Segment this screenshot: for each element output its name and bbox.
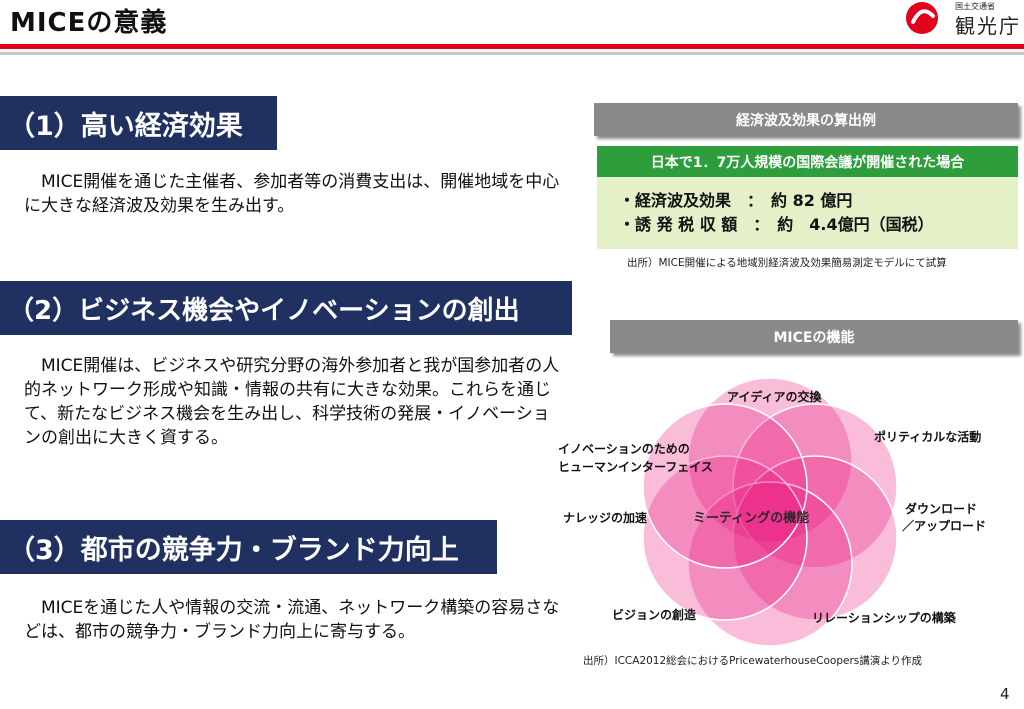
function-label-knowledge: ナレッジの加速 bbox=[563, 511, 648, 525]
section-2-heading: （2）ビジネス機会やイノベーションの創出 bbox=[0, 281, 572, 335]
petal-circle bbox=[732, 455, 898, 621]
petal-circle bbox=[687, 481, 853, 647]
function-center-label: ミーティングの機能 bbox=[693, 511, 810, 526]
page-title: MICEの意義 bbox=[10, 8, 168, 38]
mice-functions-flower-diagram bbox=[642, 377, 898, 647]
function-label-ideas: アイディアの交換 bbox=[727, 390, 822, 404]
function-label-vision: ビジョンの創造 bbox=[612, 608, 697, 622]
function-label-political: ポリティカルな活動 bbox=[874, 430, 982, 444]
function-label-download-2: ／アップロード bbox=[902, 519, 987, 533]
header-rule-red bbox=[0, 44, 1024, 49]
economic-example-case: 日本で1．7万人規模の国際会議が開催された場合 bbox=[597, 146, 1018, 177]
economic-example-box: ・経済波及効果 ： 約 82 億円 ・誘 発 税 収 額 ： 約 4.4億円（国… bbox=[597, 177, 1018, 249]
functions-banner: MICEの機能 bbox=[610, 320, 1018, 353]
header-rule-grey bbox=[0, 52, 1024, 55]
logo-agency-name: 観光庁 bbox=[955, 14, 1021, 38]
function-label-relationship: リレーションシップの構築 bbox=[812, 611, 956, 625]
function-label-download-1: ダウンロード bbox=[905, 502, 978, 516]
function-label-innovation-2: ヒューマンインターフェイス bbox=[558, 460, 713, 474]
function-label-innovation-1: イノベーションのための bbox=[558, 442, 690, 456]
tourism-agency-logo bbox=[906, 2, 938, 34]
petal-circle bbox=[687, 377, 853, 543]
section-2-body: MICE開催は、ビジネスや研究分野の海外参加者と我が国参加者の人的ネットワーク形… bbox=[24, 356, 560, 448]
page-number: 4 bbox=[1000, 685, 1010, 703]
petal-circle bbox=[732, 403, 898, 569]
economic-effect-line: ・経済波及効果 ： 約 82 億円 bbox=[619, 191, 853, 210]
logo-ministry-text: 国土交通省 bbox=[955, 2, 995, 11]
tax-revenue-line: ・誘 発 税 収 額 ： 約 4.4億円（国税） bbox=[619, 215, 934, 234]
economic-example-source: 出所）MICE開催による地域別経済波及効果簡易測定モデルにて試算 bbox=[627, 257, 947, 269]
economic-example-banner: 経済波及効果の算出例 bbox=[594, 103, 1018, 136]
petal-circle bbox=[642, 403, 808, 569]
functions-source: 出所）ICCA2012総会におけるPricewaterhouseCoopers講… bbox=[583, 655, 923, 667]
logo-red-circle-icon bbox=[906, 2, 938, 34]
section-1-body: MICE開催を通じた主催者、参加者等の消費支出は、開催地域を中心に大きな経済波及… bbox=[24, 172, 560, 216]
section-3-heading: （3）都市の競争力・ブランド力向上 bbox=[0, 520, 497, 574]
petal-group bbox=[642, 377, 898, 647]
section-3-body: MICEを通じた人や情報の交流・流通、ネットワーク構築の容易さなどは、都市の競争… bbox=[24, 598, 560, 642]
petal-circle bbox=[642, 455, 808, 621]
section-1-heading: （1）高い経済効果 bbox=[0, 96, 277, 150]
